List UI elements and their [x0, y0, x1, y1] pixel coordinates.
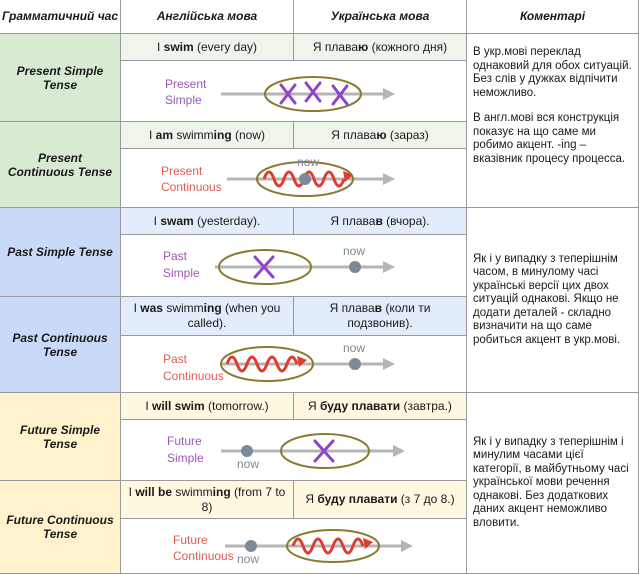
diagram-present-simple: Present Simple	[121, 61, 467, 122]
english-present-continuous: I am swimming (now)	[121, 122, 294, 149]
now-dot	[349, 261, 361, 273]
diagram-label-1: Future	[167, 434, 202, 448]
process-wave-head	[343, 171, 353, 182]
timeline-arrow-head	[401, 540, 413, 552]
process-wave	[225, 355, 299, 373]
english-present-simple: I swim (every day)	[121, 34, 294, 61]
event-ellipse	[218, 249, 312, 285]
comment-past: Як і у випадку з теперішнім часом, в мин…	[467, 208, 639, 393]
tense-past-continuous: Past Continuous Tense	[0, 297, 121, 393]
diagram-future-simple: Future Simple now	[121, 420, 467, 481]
diagram-label-2: Simple	[165, 93, 202, 107]
now-dot	[299, 173, 311, 185]
now-dot	[245, 540, 257, 552]
diagram-label-2: Simple	[167, 451, 204, 465]
diagram-present-continuous: Present Continuous now	[121, 149, 467, 208]
diagram-future-continuous: Future Continuous now	[121, 519, 467, 574]
english-past-simple: I swam (yesterday).	[121, 208, 294, 235]
process-wave-head	[297, 356, 307, 367]
english-past-continuous: I was swimming (when you called).	[121, 297, 294, 336]
tense-present-continuous: Present Continuous Tense	[0, 122, 121, 208]
event-ellipse	[286, 529, 380, 563]
diagram-label-1: Past	[163, 352, 188, 366]
comment-present: В укр.мові переклад однаковий для обох с…	[467, 34, 639, 208]
now-dot	[349, 358, 361, 370]
process-wave-head	[363, 538, 373, 549]
comment-present-p1: В укр.мові переклад однаковий для обох с…	[473, 46, 632, 99]
header-tense: Грамматичний час	[0, 0, 121, 34]
diagram-past-continuous: Past Continuous now	[121, 336, 467, 393]
event-mark	[313, 439, 335, 463]
tense-future-continuous: Future Continuous Tense	[0, 481, 121, 574]
diagram-label-2: Continuous	[161, 180, 222, 194]
event-ellipse	[280, 433, 370, 469]
diagram-label-2: Continuous	[173, 549, 234, 563]
now-label: now	[297, 155, 319, 169]
tense-present-simple: Present Simple Tense	[0, 34, 121, 122]
ukrainian-future-continuous: Я буду плавати (з 7 до 8.)	[294, 481, 467, 519]
event-marks	[279, 81, 349, 106]
timeline-arrow-head	[393, 445, 405, 457]
now-label: now	[237, 552, 259, 566]
tense-future-simple: Future Simple Tense	[0, 393, 121, 481]
ukrainian-present-continuous: Я плаваю (зараз)	[294, 122, 467, 149]
comment-present-p2: В англ.мові вся конструкція показує на щ…	[473, 112, 626, 165]
event-ellipse	[220, 346, 314, 382]
english-future-continuous: I will be swimming (from 7 to 8)	[121, 481, 294, 519]
event-mark	[253, 255, 275, 279]
ukrainian-future-simple: Я буду плавати (завтра.)	[294, 393, 467, 420]
diagram-label-1: Past	[163, 249, 188, 263]
diagram-label-2: Simple	[163, 266, 200, 280]
timeline-arrow-head	[383, 88, 395, 100]
timeline-arrow-head	[383, 261, 395, 273]
event-ellipse	[256, 161, 354, 197]
now-label: now	[237, 457, 259, 471]
diagram-label-1: Future	[173, 533, 208, 547]
header-ukrainian: Українська мова	[294, 0, 467, 34]
header-english: Англійська мова	[121, 0, 294, 34]
diagram-label-2: Continuous	[163, 369, 224, 383]
diagram-past-simple: Past Simple now	[121, 235, 467, 297]
header-comment: Коментарі	[467, 0, 639, 34]
process-wave	[291, 537, 365, 555]
event-ellipse	[264, 76, 362, 112]
tense-past-simple: Past Simple Tense	[0, 208, 121, 297]
ukrainian-present-simple: Я плаваю (кожного дня)	[294, 34, 467, 61]
now-label: now	[343, 341, 365, 355]
now-label: now	[343, 244, 365, 258]
timeline-arrow-head	[383, 173, 395, 185]
diagram-label-1: Present	[165, 77, 207, 91]
english-future-simple: I will swim (tomorrow.)	[121, 393, 294, 420]
timeline-arrow-head	[383, 358, 395, 370]
comment-future: Як і у випадку з теперішнім і минулим ча…	[467, 393, 639, 574]
ukrainian-past-simple: Я плавав (вчора).	[294, 208, 467, 235]
diagram-label-1: Present	[161, 164, 203, 178]
now-dot	[241, 445, 253, 457]
ukrainian-past-continuous: Я плавав (коли ти подзвонив).	[294, 297, 467, 336]
